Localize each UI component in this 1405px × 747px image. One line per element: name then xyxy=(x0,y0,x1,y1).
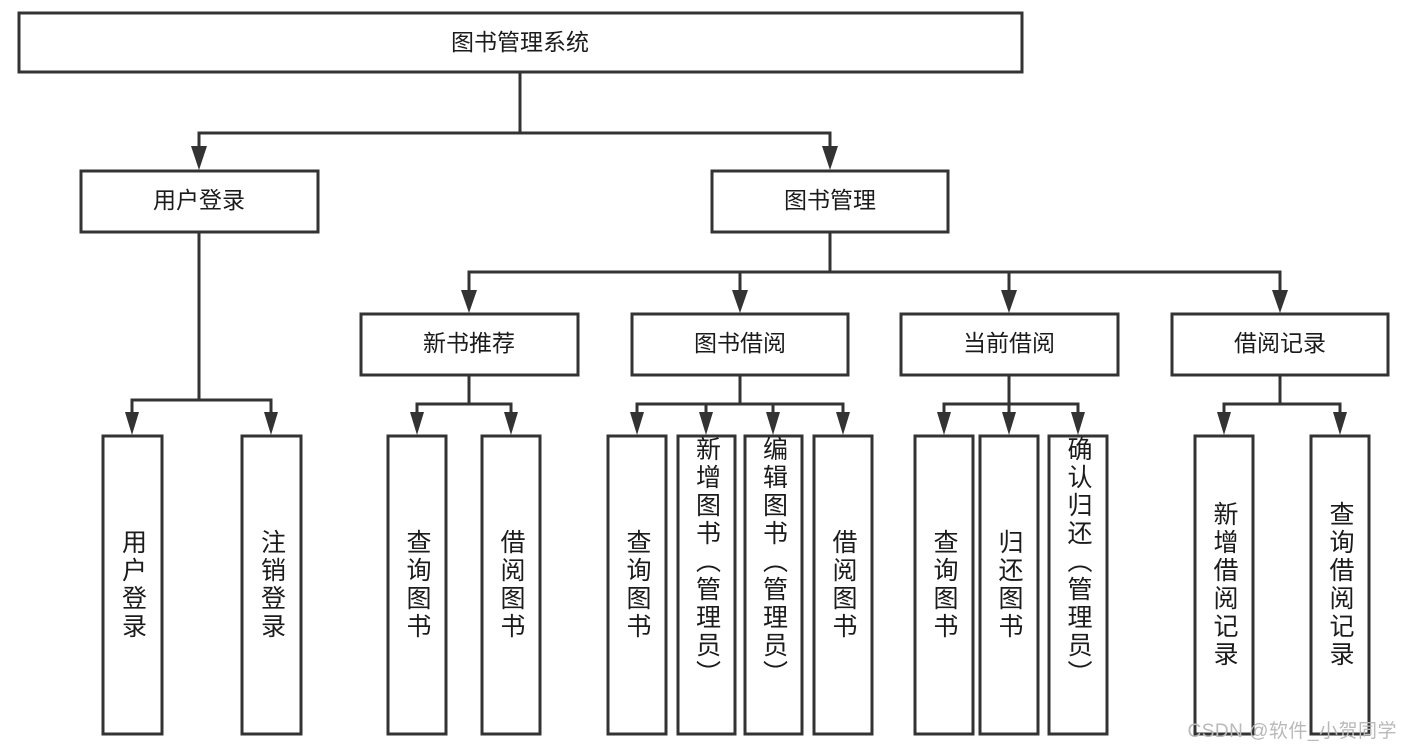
arrowhead-leaf-8 xyxy=(836,412,850,435)
arrowhead-leaf-12 xyxy=(1217,412,1231,435)
arrowhead-leaf-9 xyxy=(937,412,951,435)
leaf-box-query-book-1[interactable] xyxy=(386,434,448,736)
node-borrow-record[interactable]: 借阅记录 xyxy=(1170,312,1390,377)
arrowhead-book-borrow xyxy=(732,290,748,313)
arrowhead-leaf-3 xyxy=(410,412,424,435)
node-book-borrow[interactable]: 图书借阅 xyxy=(630,312,850,377)
leaf-box-query-borrow-record[interactable] xyxy=(1309,434,1371,736)
arrowhead-leaf-6 xyxy=(699,412,713,435)
connectors-book-manage-to-level3 xyxy=(461,230,1288,313)
node-current-borrow[interactable]: 当前借阅 xyxy=(899,312,1120,377)
arrowhead-leaf-11 xyxy=(1071,412,1085,435)
arrowhead-leaf-5 xyxy=(630,412,644,435)
book-borrow-label: 图书借阅 xyxy=(694,330,786,356)
borrow-record-label: 借阅记录 xyxy=(1234,330,1326,356)
node-new-book-recommend[interactable]: 新书推荐 xyxy=(359,312,580,377)
user-login-box[interactable] xyxy=(79,169,320,234)
new-book-recommend-label: 新书推荐 xyxy=(423,330,515,356)
watermark-text: CSDN @软件_小贺同学 xyxy=(1187,721,1397,742)
leaf-box-query-book-3[interactable] xyxy=(913,434,975,736)
book-manage-box[interactable] xyxy=(710,169,950,234)
node-book-manage[interactable]: 图书管理 xyxy=(710,169,950,234)
leaf-box-borrow-book-1[interactable] xyxy=(480,434,542,736)
user-login-label: 用户登录 xyxy=(153,187,245,213)
arrowhead-leaf-7 xyxy=(766,412,780,435)
borrow-record-box[interactable] xyxy=(1170,312,1390,377)
leaf-box-confirm-return-admin[interactable] xyxy=(1047,434,1109,736)
arrowhead-user-login xyxy=(191,146,207,170)
leaf-box-return-book[interactable] xyxy=(978,434,1040,736)
arrowhead-leaf-13 xyxy=(1333,412,1347,435)
leaf-boxes xyxy=(101,434,1371,736)
arrowhead-borrow-record xyxy=(1272,290,1288,313)
arrowhead-leaf-10 xyxy=(1002,412,1016,435)
current-borrow-box[interactable] xyxy=(899,312,1120,377)
leaf-box-borrow-book-2[interactable] xyxy=(812,434,874,736)
arrowhead-current-borrow xyxy=(1001,290,1017,313)
leaf-box-add-borrow-record[interactable] xyxy=(1193,434,1255,736)
root-label: 图书管理系统 xyxy=(451,29,589,55)
arrowhead-book-manage xyxy=(822,146,838,170)
arrowhead-leaf-2 xyxy=(264,412,278,435)
connectors-new-book-to-leaves xyxy=(410,373,518,435)
node-user-login[interactable]: 用户登录 xyxy=(79,169,320,234)
connectors-borrow-record-to-leaves xyxy=(1217,373,1347,435)
leaf-box-add-book-admin[interactable] xyxy=(676,434,737,736)
connectors-current-borrow-to-leaves xyxy=(937,373,1085,435)
arrowhead-new-book xyxy=(461,290,477,313)
arrowhead-leaf-4 xyxy=(504,412,518,435)
leaf-box-edit-book-admin[interactable] xyxy=(743,434,804,736)
book-manage-label: 图书管理 xyxy=(784,187,876,213)
book-borrow-box[interactable] xyxy=(630,312,850,377)
new-book-recommend-box[interactable] xyxy=(359,312,580,377)
current-borrow-label: 当前借阅 xyxy=(963,330,1055,356)
node-root[interactable]: 图书管理系统 xyxy=(17,11,1024,74)
leaf-box-user-login[interactable] xyxy=(101,434,164,736)
leaf-box-query-book-2[interactable] xyxy=(606,434,668,736)
connectors-root-to-level2 xyxy=(191,70,838,170)
connectors-user-login-to-leaves xyxy=(125,230,278,435)
arrowhead-leaf-1 xyxy=(125,412,139,435)
root-box[interactable] xyxy=(17,11,1024,74)
leaf-box-logout-login[interactable] xyxy=(240,434,303,736)
connectors-book-borrow-to-leaves xyxy=(630,373,850,435)
